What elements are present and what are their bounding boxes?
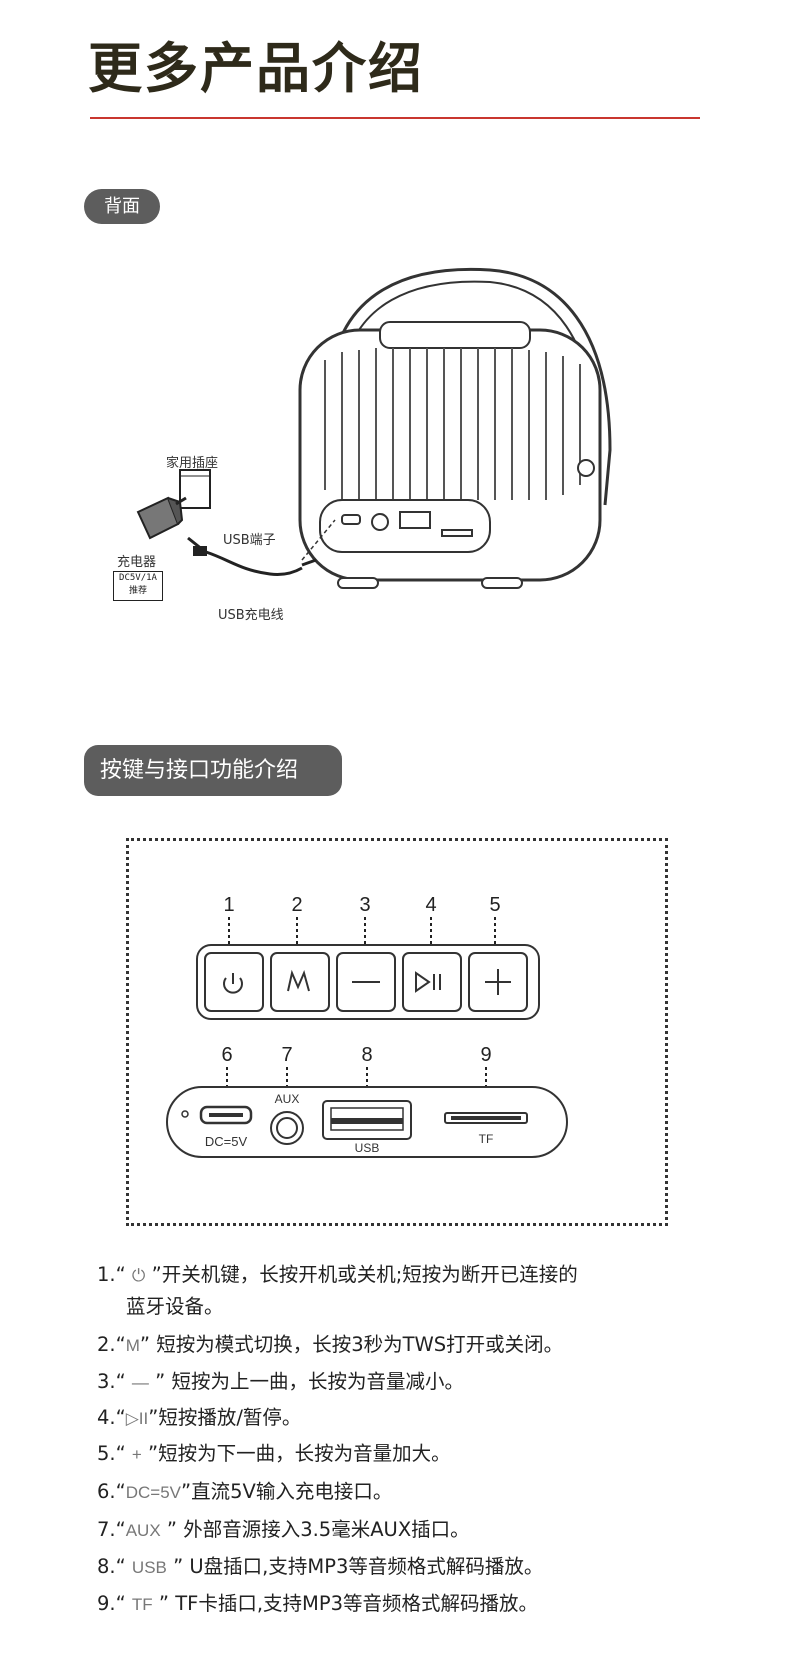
item-text: U盘插口,支持MP3等音频格式解码播放。 [183, 1555, 544, 1578]
list-item: 4.“▷II”短按播放/暂停。 [97, 1406, 302, 1429]
plus-icon [485, 969, 511, 995]
item-text: 短按为下一曲，长按为音量加大。 [158, 1442, 451, 1465]
plus-glyph: + [131, 1445, 142, 1464]
button-number-3: 3 [359, 894, 370, 916]
list-item: 9.“ TF ” TF卡插口,支持MP3等音频格式解码播放。 [97, 1592, 539, 1615]
tf-slot-label: TF [479, 1132, 494, 1146]
button-number-4: 4 [425, 894, 436, 916]
list-item: 2.“M” 短按为模式切换，长按3秒为TWS打开或关闭。 [97, 1333, 564, 1356]
callout-usb-port: USB端子 [223, 533, 276, 548]
list-item: 3.“ — ” 短按为上一曲，长按为音量减小。 [97, 1370, 464, 1393]
dc-glyph: DC=5V [125, 1483, 181, 1502]
charger-spec-line1: DC5V/1A [119, 573, 157, 583]
item-number: 9. [97, 1592, 116, 1615]
item-number: 3. [97, 1370, 116, 1393]
aux-glyph: AUX [125, 1521, 161, 1540]
minus-glyph: — [131, 1373, 149, 1392]
list-item: 6.“DC=5V”直流5V输入充电接口。 [97, 1480, 393, 1503]
button-number-1: 1 [223, 894, 234, 916]
port-number-6: 6 [221, 1044, 232, 1066]
aux-port-label: AUX [275, 1092, 300, 1106]
item-number: 6. [97, 1480, 116, 1503]
callout-charger: 充电器 [117, 555, 157, 570]
callout-socket: 家用插座 [166, 456, 219, 471]
power-glyph: ⏻ [131, 1266, 146, 1285]
charger-spec-box: DC5V/1A 推荐 [113, 571, 163, 601]
list-item: 1.“ ⏻ ”开关机键，长按开机或关机;短按为断开已连接的 [97, 1263, 578, 1286]
dc-port-label: DC=5V [205, 1134, 248, 1149]
controls-diagram: 1 2 3 4 5 6 7 [126, 838, 668, 1226]
section-label-functions: 按键与接口功能介绍 [84, 745, 342, 796]
usb-glyph: USB [131, 1558, 167, 1577]
item-text: TF卡插口,支持MP3等音频格式解码播放。 [169, 1592, 539, 1615]
list-item: 7.“AUX ” 外部音源接入3.5毫米AUX插口。 [97, 1518, 470, 1541]
item-text: 直流5V输入充电接口。 [191, 1480, 393, 1503]
back-view-illustration [110, 260, 670, 660]
item-text: 短按为上一曲，长按为音量减小。 [171, 1370, 464, 1393]
button-number-2: 2 [291, 894, 302, 916]
power-icon [223, 973, 243, 994]
callout-usb-cable: USB充电线 [218, 608, 284, 623]
usb-port-label: USB [355, 1141, 380, 1155]
charger-spec-line2: 推荐 [128, 586, 147, 596]
port-number-9: 9 [480, 1044, 491, 1066]
item-number: 4. [97, 1406, 116, 1429]
item-number: 2. [97, 1333, 116, 1356]
item-number: 7. [97, 1518, 116, 1541]
play-pause-glyph: ▷II [125, 1409, 149, 1428]
title-divider [90, 117, 700, 119]
speaker-back-drawing [136, 267, 612, 589]
list-item: 8.“ USB ” U盘插口,支持MP3等音频格式解码播放。 [97, 1555, 544, 1578]
mode-icon [287, 969, 310, 992]
item-number: 8. [97, 1555, 116, 1578]
button-number-5: 5 [489, 894, 500, 916]
play-pause-button-key [402, 952, 462, 1012]
mode-glyph: M [125, 1336, 140, 1355]
item-text: 外部音源接入3.5毫米AUX插口。 [183, 1518, 470, 1541]
list-item-continuation: 蓝牙设备。 [126, 1295, 224, 1318]
item-text: 短按为模式切换，长按3秒为TWS打开或关闭。 [156, 1333, 564, 1356]
page-title: 更多产品介绍 [88, 36, 424, 100]
item-text: 开关机键，长按开机或关机;短按为断开已连接的 [161, 1263, 578, 1286]
tf-glyph: TF [131, 1595, 153, 1614]
item-number: 5. [97, 1442, 116, 1465]
item-text: 短按播放/暂停。 [158, 1406, 302, 1429]
section-label-back: 背面 [84, 189, 160, 224]
play-pause-icon [415, 971, 441, 993]
port-number-7: 7 [281, 1044, 292, 1066]
list-item: 5.“ + ”短按为下一曲，长按为音量加大。 [97, 1442, 451, 1465]
item-number: 1. [97, 1263, 116, 1286]
port-number-8: 8 [361, 1044, 372, 1066]
